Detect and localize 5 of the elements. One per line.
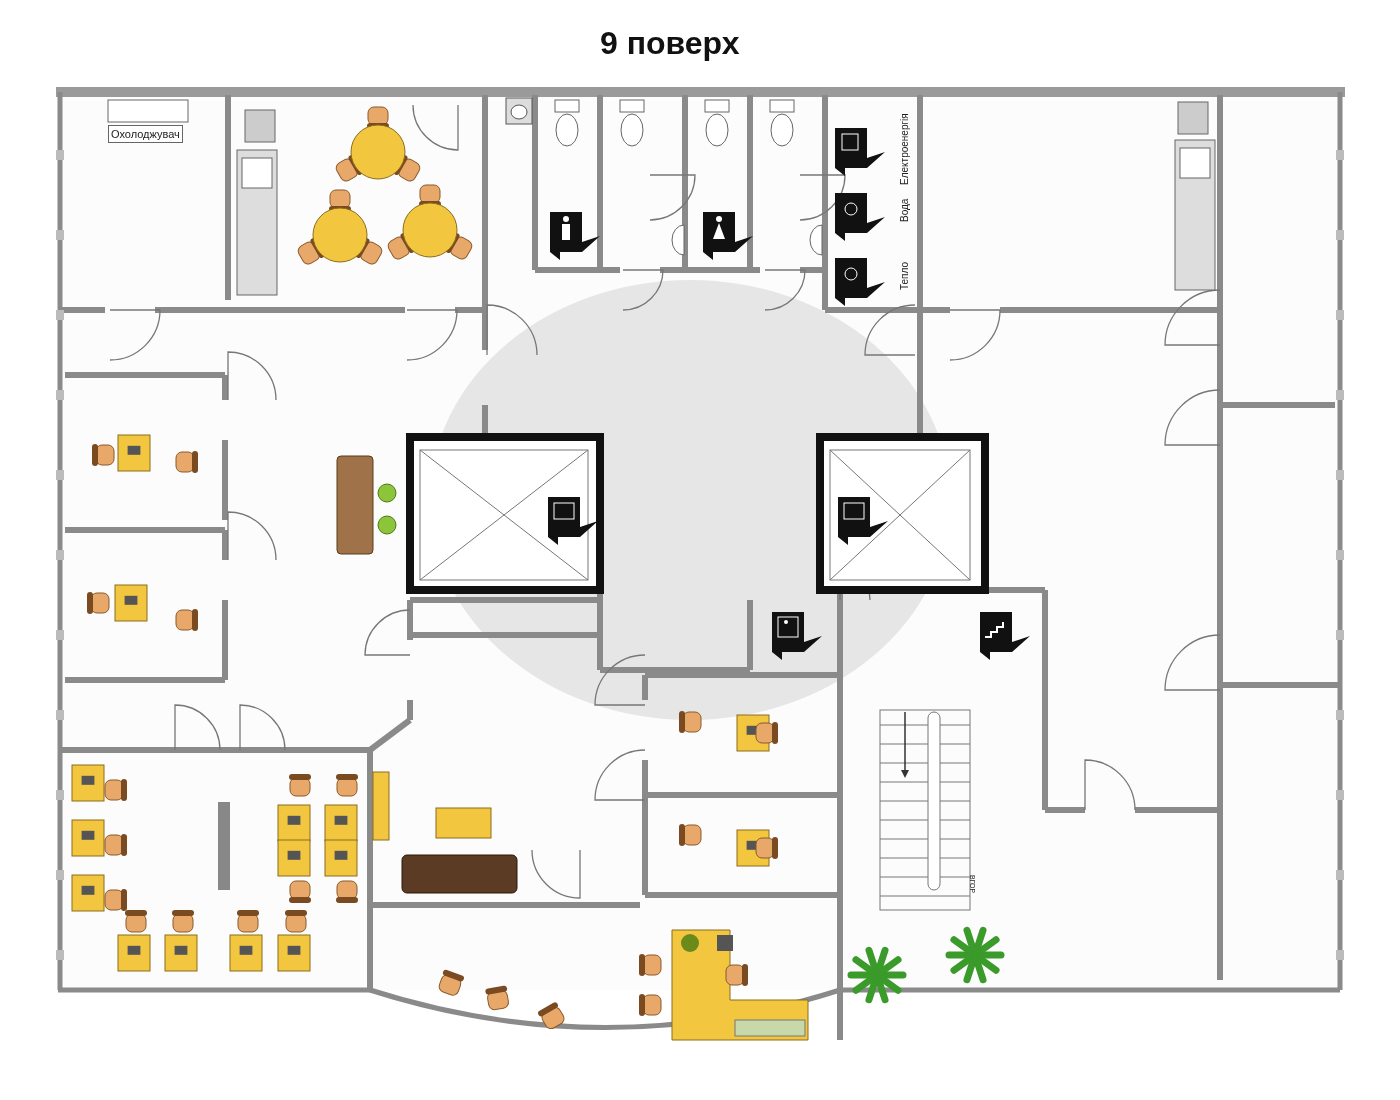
title: 9 поверх [600, 25, 740, 62]
utility-label: Вода [899, 198, 910, 222]
utility-label: Електроенергія [899, 113, 910, 185]
cooler-label: Охолоджувач [108, 125, 183, 143]
utility-label: Тепло [899, 261, 910, 290]
